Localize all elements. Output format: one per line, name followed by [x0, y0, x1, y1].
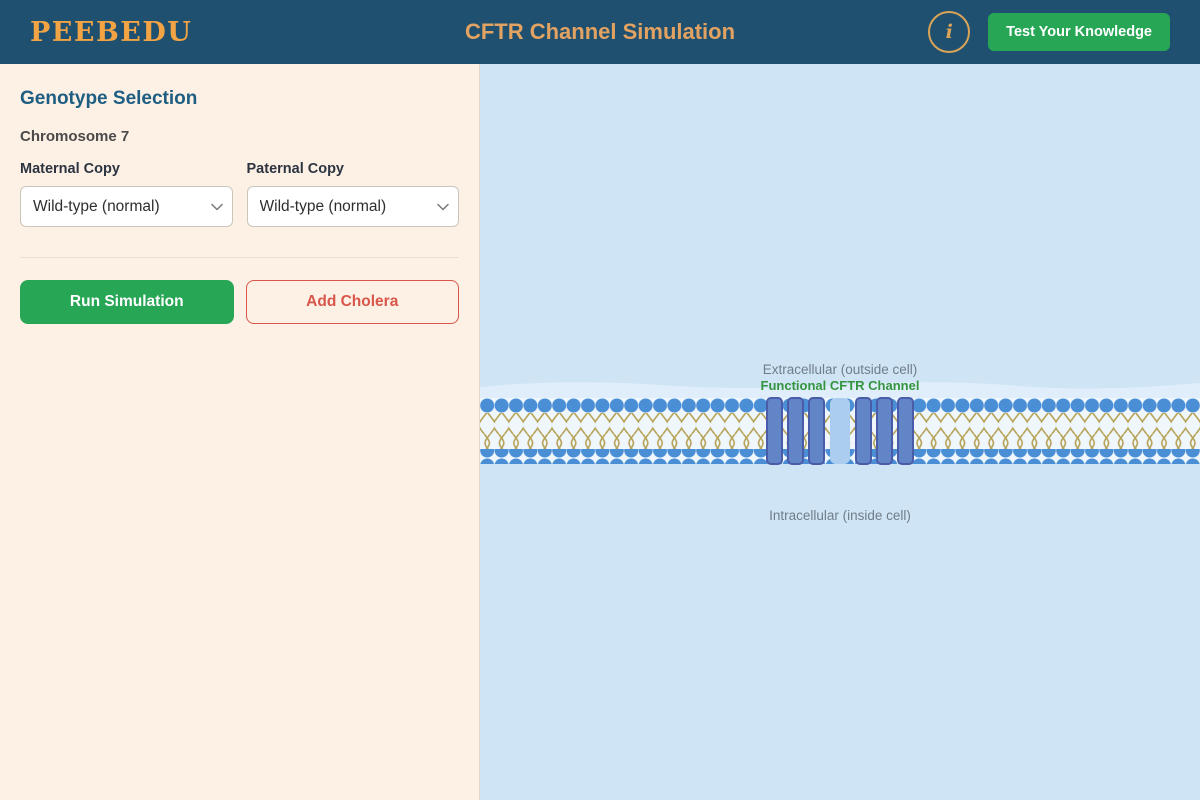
run-simulation-button[interactable]: Run Simulation [20, 280, 234, 324]
channel-pillar [766, 397, 783, 465]
maternal-copy-column: Maternal Copy Wild-type (normal) [20, 161, 233, 227]
extracellular-fluid-wave [480, 382, 1200, 400]
paternal-select-wrap: Wild-type (normal) [246, 186, 459, 227]
channel-pillar [787, 397, 804, 465]
paternal-copy-column: Paternal Copy Wild-type (normal) [246, 161, 459, 227]
paternal-copy-select[interactable]: Wild-type (normal) [246, 186, 459, 227]
info-icon: i [945, 20, 953, 43]
add-cholera-button[interactable]: Add Cholera [245, 280, 459, 324]
extracellular-label: Extracellular (outside cell) [762, 362, 918, 377]
genotype-panel: Genotype Selection Chromosome 7 Maternal… [0, 64, 480, 800]
action-buttons: Run Simulation Add Cholera [20, 280, 459, 324]
main-content: Genotype Selection Chromosome 7 Maternal… [0, 64, 1200, 800]
header-actions: i Test Your Knowledge [928, 11, 1170, 53]
simulation-canvas: Extracellular (outside cell) Functional … [480, 64, 1200, 800]
genotype-selectors: Maternal Copy Wild-type (normal) Paterna… [20, 161, 459, 227]
info-button[interactable]: i [928, 11, 971, 53]
intracellular-label: Intracellular (inside cell) [769, 508, 911, 523]
channel-pillar [897, 397, 914, 465]
divider [20, 257, 459, 258]
maternal-select-wrap: Wild-type (normal) [20, 186, 233, 227]
channel-pore [830, 398, 850, 464]
page-title: CFTR Channel Simulation [464, 19, 736, 44]
channel-pillar [876, 397, 893, 465]
maternal-copy-select[interactable]: Wild-type (normal) [20, 186, 233, 227]
maternal-copy-label: Maternal Copy [20, 161, 120, 177]
panel-heading: Genotype Selection [20, 88, 198, 109]
cftr-channel [766, 396, 914, 466]
test-knowledge-button[interactable]: Test Your Knowledge [988, 13, 1170, 51]
app-header: PEEBEDU CFTR Channel Simulation i Test Y… [0, 0, 1200, 64]
logo: PEEBEDU [30, 16, 193, 48]
chromosome-label: Chromosome 7 [20, 128, 130, 145]
channel-label: Functional CFTR Channel [760, 378, 920, 393]
channel-pillar [808, 397, 825, 465]
paternal-copy-label: Paternal Copy [246, 161, 345, 177]
channel-pillar [855, 397, 872, 465]
